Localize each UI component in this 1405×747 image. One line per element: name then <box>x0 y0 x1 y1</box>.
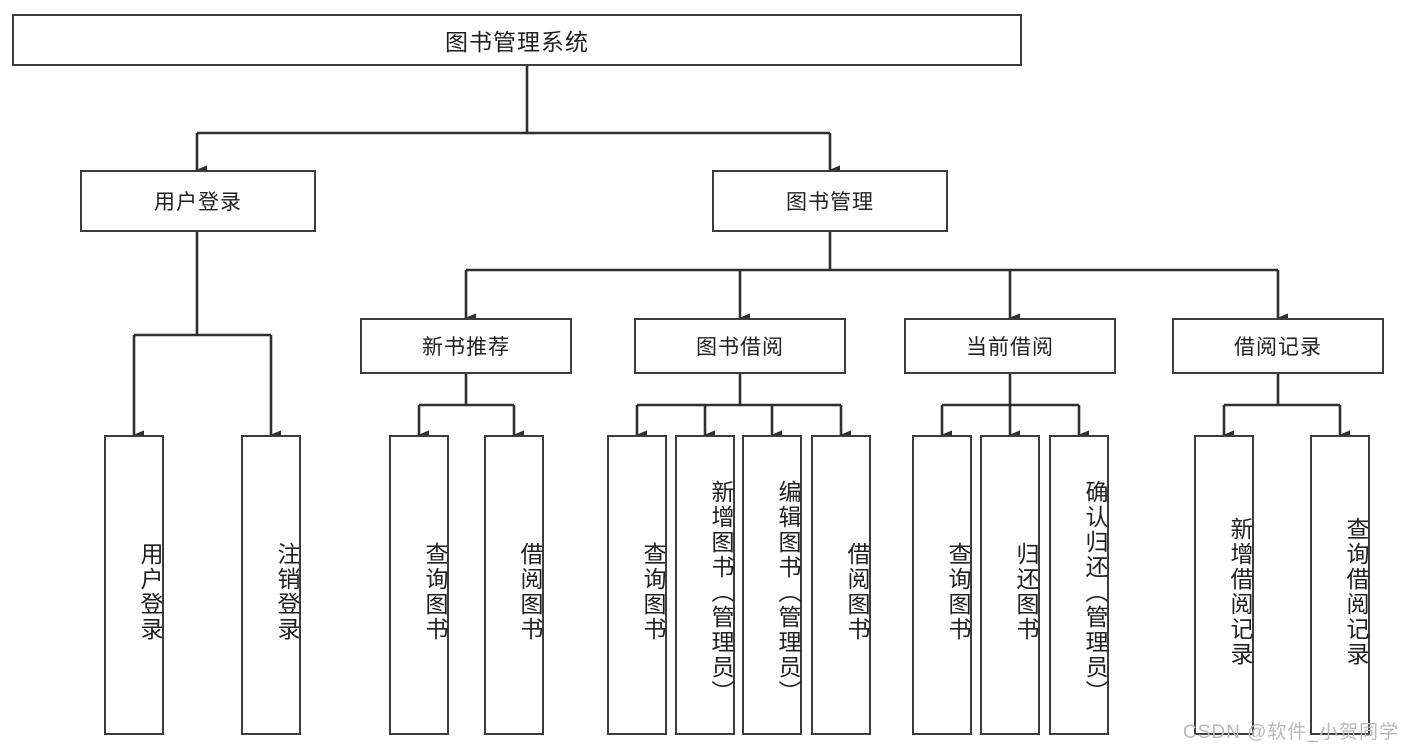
node-label: 注销登录 <box>274 542 300 642</box>
leaf-logout-login[interactable]: 注销登录 <box>241 435 301 735</box>
node-label: 新书推荐 <box>422 336 510 359</box>
node-book-manage[interactable]: 图书管理 <box>712 170 948 232</box>
csdn-watermark: CSDN @软件_小贺同学 <box>1183 722 1399 743</box>
node-label: 借阅记录 <box>1234 336 1322 359</box>
node-label: 查询借阅记录 <box>1343 517 1369 667</box>
node-label: 新增图书（管理员） <box>708 479 734 705</box>
leaf-borrow-book-2[interactable]: 借阅图书 <box>811 435 871 735</box>
node-label: 用户登录 <box>154 191 242 214</box>
leaf-query-record[interactable]: 查询借阅记录 <box>1310 435 1370 735</box>
leaf-add-book[interactable]: 新增图书（管理员） <box>675 435 735 735</box>
node-book-borrow[interactable]: 图书借阅 <box>634 318 846 374</box>
leaf-user-login[interactable]: 用户登录 <box>104 435 164 735</box>
node-borrow-record[interactable]: 借阅记录 <box>1172 318 1384 374</box>
node-label: 借阅图书 <box>844 542 870 642</box>
leaf-query-book-1[interactable]: 查询图书 <box>389 435 449 735</box>
leaf-query-book-2[interactable]: 查询图书 <box>607 435 667 735</box>
node-user-login[interactable]: 用户登录 <box>80 170 316 232</box>
node-current-borrow[interactable]: 当前借阅 <box>904 318 1116 374</box>
leaf-borrow-book-1[interactable]: 借阅图书 <box>484 435 544 735</box>
node-label: 图书管理 <box>786 191 874 214</box>
leaf-add-record[interactable]: 新增借阅记录 <box>1194 435 1254 735</box>
node-new-book-recommend[interactable]: 新书推荐 <box>360 318 572 374</box>
leaf-confirm-return[interactable]: 确认归还（管理员） <box>1049 435 1109 735</box>
node-label: 归还图书 <box>1013 542 1039 642</box>
node-book-management-system[interactable]: 图书管理系统 <box>12 14 1022 66</box>
node-label: 编辑图书（管理员） <box>775 479 801 705</box>
node-label: 查询图书 <box>640 542 666 642</box>
leaf-edit-book[interactable]: 编辑图书（管理员） <box>742 435 802 735</box>
node-label: 借阅图书 <box>517 542 543 642</box>
node-label: 用户登录 <box>137 542 163 642</box>
node-label: 查询图书 <box>945 542 971 642</box>
node-label: 确认归还（管理员） <box>1082 479 1108 705</box>
leaf-query-book-3[interactable]: 查询图书 <box>912 435 972 735</box>
node-label: 图书借阅 <box>696 336 784 359</box>
node-label: 当前借阅 <box>966 336 1054 359</box>
node-label: 新增借阅记录 <box>1227 517 1253 667</box>
node-label: 查询图书 <box>422 542 448 642</box>
leaf-return-book[interactable]: 归还图书 <box>980 435 1040 735</box>
node-label: 图书管理系统 <box>445 29 589 55</box>
